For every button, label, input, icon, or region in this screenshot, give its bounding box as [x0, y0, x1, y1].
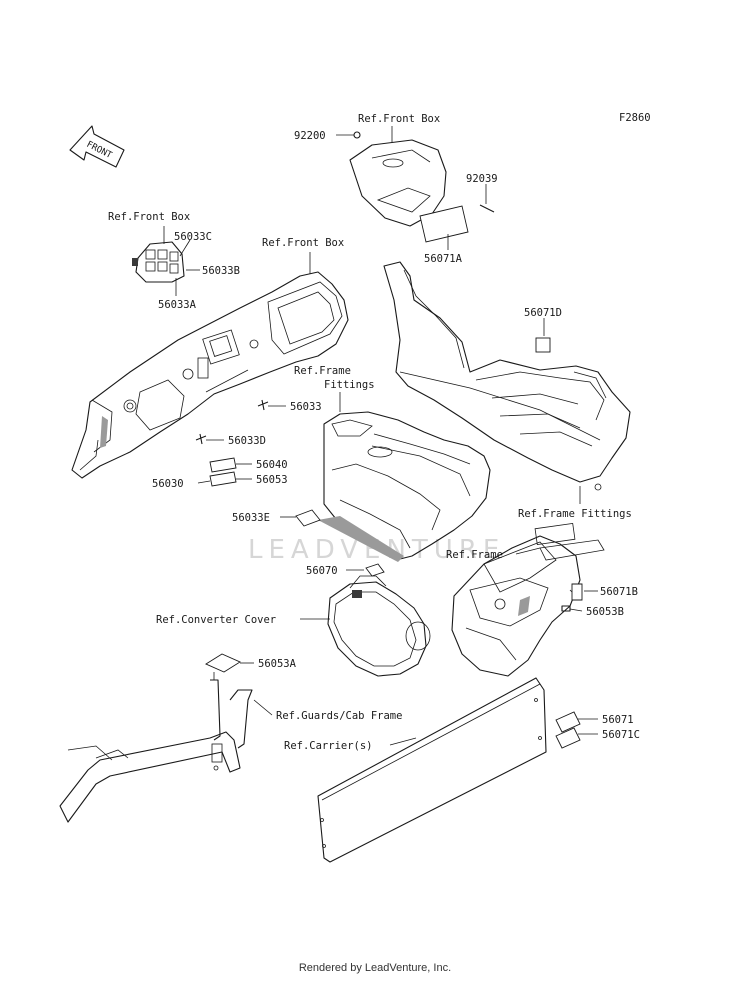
label-ref-converter-cover: Ref.Converter Cover [156, 614, 276, 626]
decal-56070 [365, 563, 385, 577]
switch-panel [132, 241, 185, 283]
part-56033-screw [257, 399, 269, 411]
decal-56071 [555, 711, 581, 733]
label-56071D: 56071D [524, 307, 562, 319]
label-56033D: 56033D [228, 435, 266, 447]
front-direction-arrow: FRONT [69, 125, 125, 168]
frame-assembly [451, 522, 605, 677]
decal-56071C [555, 727, 581, 749]
label-92039: 92039 [466, 173, 498, 185]
label-56033C: 56033C [174, 231, 212, 243]
label-56040: 56040 [256, 459, 288, 471]
figure-code: F2860 [619, 112, 651, 124]
label-56033E: 56033E [232, 512, 270, 524]
label-56071: 56071 [602, 714, 634, 726]
label-56071C: 56071C [602, 729, 640, 741]
label-56071B: 56071B [600, 586, 638, 598]
label-56033A: 56033A [158, 299, 197, 311]
label-ref-frame-fittings-line1: Ref.Frame [294, 365, 351, 377]
label-56053B: 56053B [586, 606, 624, 618]
footer-credit: Rendered by LeadVenture, Inc. [298, 962, 452, 974]
label-ref-guards-cab-frame: Ref.Guards/Cab Frame [276, 710, 402, 722]
label-ref-frame: Ref.Frame [446, 549, 503, 561]
part-92200-clip [353, 131, 361, 139]
decal-56053 [209, 471, 237, 487]
label-ref-frame-fittings-right: Ref.Frame Fittings [518, 508, 632, 520]
side-floor-panel [383, 261, 631, 491]
label-56033: 56033 [290, 401, 322, 413]
label-ref-front-box-top: Ref.Front Box [358, 113, 440, 125]
label-ref-carriers: Ref.Carrier(s) [284, 740, 373, 752]
decal-56071D [535, 337, 551, 353]
part-56053B [561, 605, 571, 612]
decal-56071B [571, 583, 583, 601]
guards-cab-frame [59, 679, 253, 823]
dashboard-panel [71, 271, 349, 479]
label-ref-frame-fittings-line2: Fittings [324, 379, 375, 391]
label-92200: 92200 [294, 130, 326, 142]
part-92039-pin [479, 204, 495, 213]
label-56033B: 56033B [202, 265, 240, 277]
front-box-lid [349, 139, 447, 227]
label-56053: 56053 [256, 474, 288, 486]
label-56070: 56070 [306, 565, 338, 577]
decal-56040 [209, 457, 237, 473]
carrier-panel [317, 677, 547, 863]
label-56053A: 56053A [258, 658, 297, 670]
label-56071A: 56071A [424, 253, 463, 265]
decal-56033E [295, 509, 321, 527]
label-56030: 56030 [152, 478, 184, 490]
part-labels: Ref.Front Box 92200 92039 56071A Ref.Fro… [108, 113, 640, 752]
decal-56053A [205, 653, 241, 673]
decal-56071A [419, 205, 469, 243]
part-56033D [195, 433, 207, 445]
label-ref-front-box-left: Ref.Front Box [108, 211, 190, 223]
leader-lines [163, 126, 598, 746]
converter-cover [327, 575, 431, 677]
center-console [318, 411, 491, 562]
label-ref-front-box-mid: Ref.Front Box [262, 237, 344, 249]
